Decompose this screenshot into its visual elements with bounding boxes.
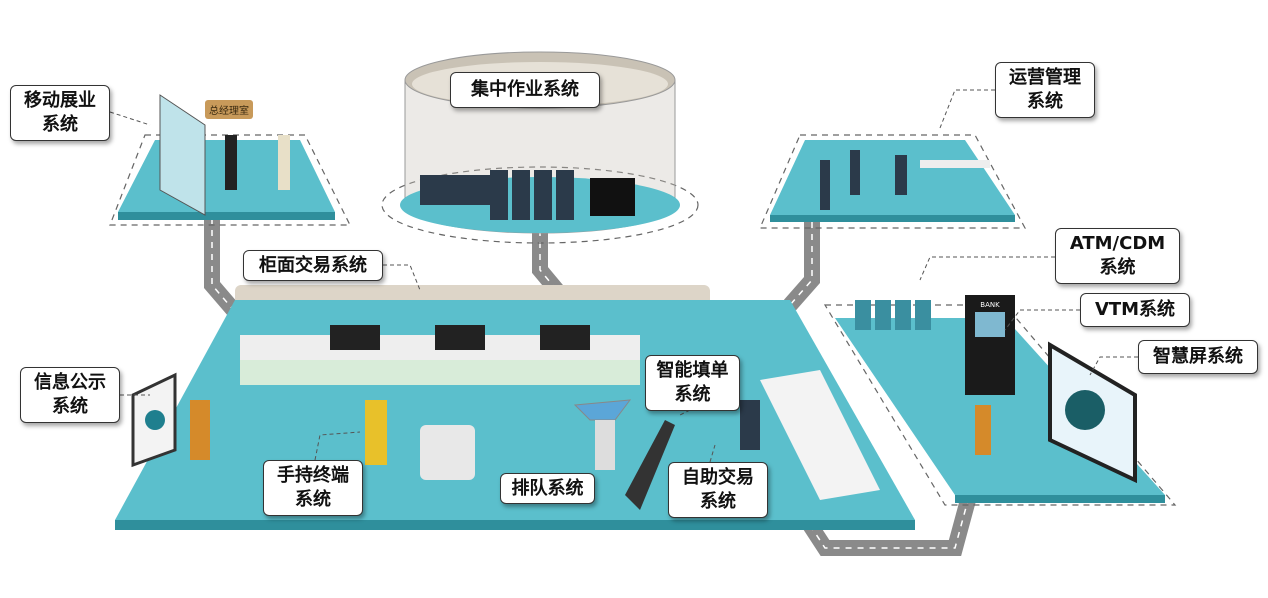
label-smart-screen: 智慧屏系统 [1138, 340, 1258, 374]
label-line: 智能填单 [656, 360, 729, 381]
label-line: 移动展业 [24, 90, 96, 111]
label-queue: 排队系统 [500, 473, 595, 504]
label-atm-cdm: ATM/CDM 系统 [1055, 228, 1180, 284]
label-central-operations: 集中作业系统 [450, 72, 600, 108]
dashed-outlines [109, 134, 1177, 506]
label-line: 系统 [42, 114, 78, 135]
leader-lines [109, 89, 1138, 463]
bank-sign: BANK [980, 301, 1000, 309]
operations-management-platform [770, 140, 1015, 222]
label-vtm: VTM系统 [1080, 293, 1190, 327]
label-line: 系统 [295, 489, 331, 510]
label-operations-management: 运营管理系统 [995, 62, 1095, 118]
label-line: 自助交易 [682, 467, 754, 488]
label-line: 运营管理 [1009, 67, 1081, 88]
label-mobile-business: 移动展业系统 [10, 85, 110, 141]
label-line: 系统 [1099, 257, 1136, 278]
label-line: 系统 [674, 384, 711, 405]
label-handheld-terminal: 手持终端系统 [263, 460, 363, 516]
label-counter-transaction: 柜面交易系统 [243, 250, 383, 281]
self-service-platform: BANK [835, 295, 1165, 503]
label-self-service: 自助交易系统 [668, 462, 768, 518]
manager-office-sign: 总经理室 [205, 100, 253, 119]
label-smart-form: 智能填单系统 [645, 355, 740, 411]
mobile-business-platform [118, 94, 335, 220]
label-line: 系统 [52, 396, 88, 417]
label-line: 系统 [1027, 91, 1063, 112]
label-line: 系统 [700, 491, 736, 512]
label-info-disclosure: 信息公示系统 [20, 367, 120, 423]
label-line: 手持终端 [277, 465, 349, 486]
label-line: 信息公示 [34, 372, 106, 393]
label-line: ATM/CDM [1069, 233, 1166, 254]
